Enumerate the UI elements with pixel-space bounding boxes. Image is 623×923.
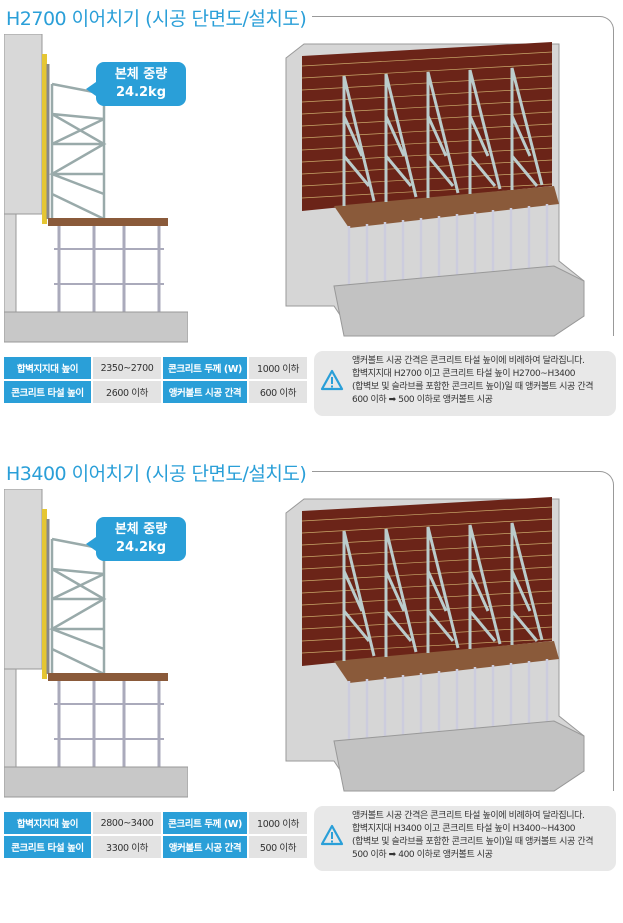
- support-truss: [384, 528, 418, 657]
- support-truss: [342, 530, 376, 661]
- support-truss: [342, 75, 376, 206]
- spec-value: 600 이하: [249, 381, 307, 403]
- spec-key: 앵커볼트 시공 간격: [163, 381, 247, 403]
- weight-value: 24.2kg: [115, 540, 167, 555]
- spec-key: 콘크리트 타설 높이: [4, 381, 91, 403]
- weight-callout: 본체 중량 24.2kg: [86, 517, 186, 561]
- support-truss: [510, 522, 544, 645]
- cross-section-diagram: [4, 34, 188, 343]
- warning-icon: [320, 369, 344, 391]
- installation-section: H2700 이어치기 (시공 단면도/설치도) 본체 중량 24.2kg 합벽지지…: [0, 0, 623, 440]
- cross-section-diagram: [4, 489, 188, 798]
- installation-section: H3400 이어치기 (시공 단면도/설치도) 본체 중량 24.2kg 합벽지지…: [0, 455, 623, 895]
- spec-key: 합벽지지대 높이: [4, 812, 91, 834]
- spec-table: 합벽지지대 높이 2350~2700 콘크리트 두께 (W) 1000 이하 콘…: [4, 357, 307, 403]
- warning-icon: [320, 824, 344, 846]
- anchor-bolt-note: 앵커볼트 시공 간격은 콘크리트 타설 높이에 비례하여 달라집니다. 합벽지지…: [314, 806, 616, 871]
- section-title: H2700 이어치기 (시공 단면도/설치도): [6, 4, 313, 31]
- form-rib: [301, 63, 553, 79]
- spec-value: 1000 이하: [249, 357, 307, 379]
- spec-key: 합벽지지대 높이: [4, 357, 91, 379]
- spec-value: 500 이하: [249, 836, 307, 858]
- spec-value: 2350~2700: [93, 357, 161, 379]
- spec-table: 합벽지지대 높이 2800~3400 콘크리트 두께 (W) 1000 이하 콘…: [4, 812, 307, 858]
- weight-label: 본체 중량: [114, 522, 168, 537]
- note-line: (합벽보 및 슬라브를 포함한 콘크리트 높이)일 때 앵커볼트 시공 간격: [352, 837, 594, 847]
- form-rib: [301, 518, 553, 534]
- section-title: H3400 이어치기 (시공 단면도/설치도): [6, 459, 313, 486]
- note-line: 500 이하 ➡ 400 이하로 앵커볼트 시공: [352, 850, 493, 860]
- spec-value: 2600 이하: [93, 381, 161, 403]
- installation-3d-diagram: [285, 42, 585, 337]
- support-truss: [426, 526, 460, 653]
- note-line: 600 이하 ➡ 500 이하로 앵커볼트 시공: [352, 395, 493, 405]
- weight-value: 24.2kg: [115, 85, 167, 100]
- spec-value: 3300 이하: [93, 836, 161, 858]
- anchor-bolt-note: 앵커볼트 시공 간격은 콘크리트 타설 높이에 비례하여 달라집니다. 합벽지지…: [314, 351, 616, 416]
- note-line: 앵커볼트 시공 간격은 콘크리트 타설 높이에 비례하여 달라집니다.: [352, 811, 585, 821]
- form-rib: [301, 506, 553, 522]
- section-frame-line: [280, 16, 614, 336]
- weight-callout: 본체 중량 24.2kg: [86, 62, 186, 106]
- spec-key: 콘크리트 두께 (W): [163, 812, 247, 834]
- note-line: 합벽지지대 H3400 이고 콘크리트 타설 높이 H3400~H4300: [352, 824, 576, 834]
- form-rib: [301, 51, 553, 67]
- support-truss: [426, 71, 460, 198]
- spec-key: 콘크리트 타설 높이: [4, 836, 91, 858]
- weight-label: 본체 중량: [114, 67, 168, 82]
- support-truss: [468, 524, 502, 649]
- support-truss: [510, 67, 544, 190]
- support-truss: [384, 73, 418, 202]
- note-line: 앵커볼트 시공 간격은 콘크리트 타설 높이에 비례하여 달라집니다.: [352, 356, 585, 366]
- spec-key: 앵커볼트 시공 간격: [163, 836, 247, 858]
- spec-key: 콘크리트 두께 (W): [163, 357, 247, 379]
- note-line: (합벽보 및 슬라브를 포함한 콘크리트 높이)일 때 앵커볼트 시공 간격: [352, 382, 594, 392]
- note-line: 합벽지지대 H2700 이고 콘크리트 타설 높이 H2700~H3400: [352, 369, 576, 379]
- spec-value: 2800~3400: [93, 812, 161, 834]
- support-truss: [468, 69, 502, 194]
- section-frame-line: [280, 471, 614, 791]
- installation-3d-diagram: [285, 497, 585, 792]
- spec-value: 1000 이하: [249, 812, 307, 834]
